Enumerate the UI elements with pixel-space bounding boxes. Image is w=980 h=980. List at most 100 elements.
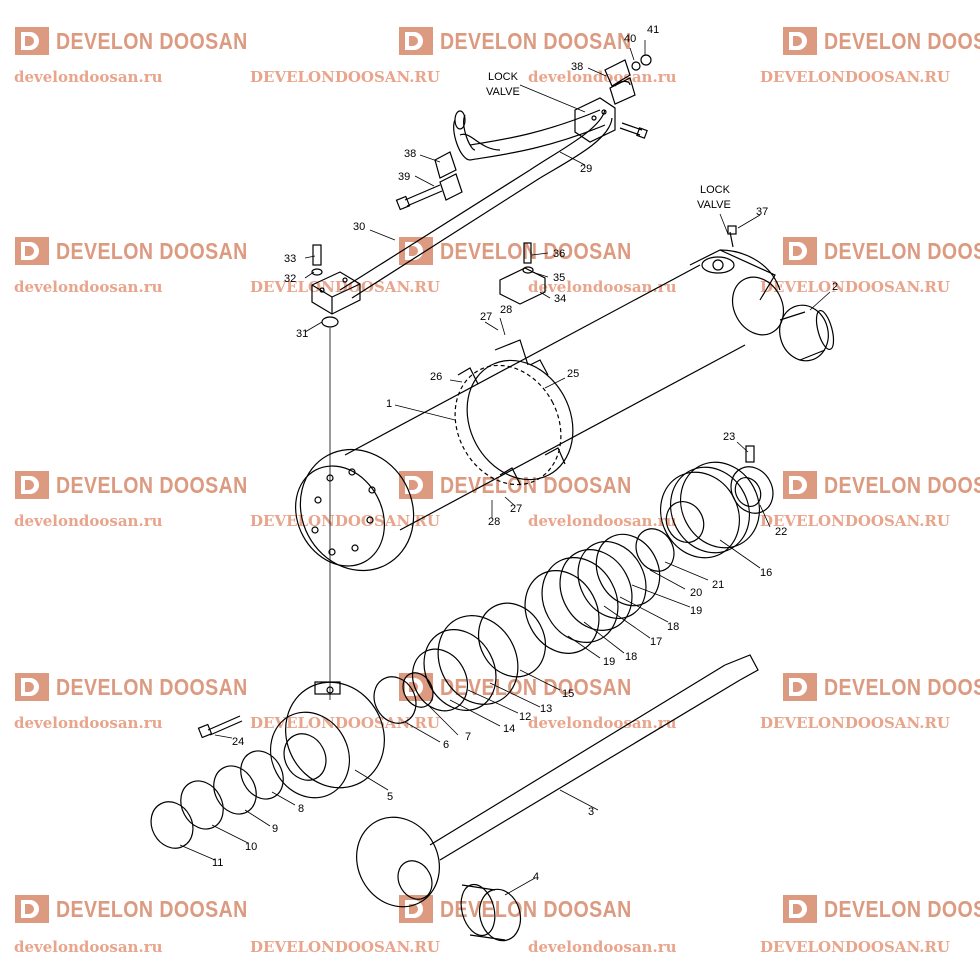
- watermark-site: DEVELONDOOSAN.RU: [760, 714, 950, 732]
- watermark-site: DEVELONDOOSAN.RU: [250, 68, 440, 86]
- brand-logo-icon: [783, 471, 817, 499]
- callout: 4: [533, 871, 539, 883]
- lock-valve-label-upper-line1: LOCK: [488, 71, 519, 83]
- callout: 17: [650, 636, 662, 648]
- callout: 31: [296, 328, 308, 340]
- watermark-logo: DEVELON DOOSAN: [14, 894, 282, 924]
- watermark-logo: DEVELON DOOSAN: [398, 470, 666, 500]
- watermark-logo: DEVELON DOOSAN: [14, 26, 282, 56]
- callout: 33: [284, 253, 296, 265]
- brand-logo-icon: [783, 27, 817, 55]
- clamp-38-upper: [604, 59, 636, 105]
- watermark-site: develondoosan.ru: [528, 68, 677, 86]
- watermark-site: develondoosan.ru: [14, 512, 163, 530]
- watermark-logo: DEVELON DOOSAN: [398, 236, 666, 266]
- watermark-site: DEVELONDOOSAN.RU: [760, 512, 950, 530]
- callout: 24: [232, 736, 244, 748]
- callout: 19: [603, 656, 615, 668]
- leader-lines: [179, 40, 831, 896]
- watermark-site: develondoosan.ru: [14, 278, 163, 296]
- callout: 34: [554, 293, 566, 305]
- brand-logo-icon: [399, 895, 433, 923]
- callout: 40: [624, 33, 636, 45]
- watermark-site: develondoosan.ru: [528, 714, 677, 732]
- watermark-brand: DEVELON DOOSAN: [56, 895, 248, 922]
- watermark-site: DEVELONDOOSAN.RU: [250, 938, 440, 956]
- callout: 15: [562, 688, 574, 700]
- watermark-brand: DEVELON DOOSAN: [824, 237, 980, 264]
- watermark-logo: DEVELON DOOSAN: [14, 470, 282, 500]
- watermark-site: develondoosan.ru: [14, 714, 163, 732]
- callout: 27: [510, 503, 522, 515]
- watermark-site: DEVELONDOOSAN.RU: [760, 278, 950, 296]
- callout: 26: [430, 371, 442, 383]
- callout: 18: [625, 651, 637, 663]
- callout: 2: [832, 281, 838, 293]
- lock-valve-label-right-line2: VALVE: [697, 199, 731, 211]
- cylinder-tube: [295, 225, 785, 572]
- bolt-39: [395, 184, 443, 211]
- lock-valve-label-upper-line2: VALVE: [486, 86, 520, 98]
- callout: 7: [465, 731, 471, 743]
- brand-logo-icon: [15, 27, 49, 55]
- callout: 25: [567, 368, 579, 380]
- callout: 12: [519, 711, 531, 723]
- callout: 19: [690, 605, 702, 617]
- brand-logo-icon: [783, 895, 817, 923]
- callout: 1: [386, 398, 392, 410]
- callout: 6: [443, 739, 449, 751]
- watermark-logo: DEVELON DOOSAN: [782, 894, 980, 924]
- flange-block-upper: [574, 97, 616, 143]
- watermark-brand: DEVELON DOOSAN: [440, 471, 632, 498]
- watermark-brand: DEVELON DOOSAN: [440, 895, 632, 922]
- callout: 16: [760, 567, 772, 579]
- callout: 3: [588, 806, 594, 818]
- callout: 5: [387, 791, 393, 803]
- callout: 22: [775, 526, 787, 538]
- piston-assembly: [659, 445, 774, 559]
- brand-logo-icon: [15, 237, 49, 265]
- brand-logo-icon: [783, 237, 817, 265]
- callout: 23: [723, 431, 735, 443]
- watermark-brand: DEVELON DOOSAN: [824, 471, 980, 498]
- callout: 32: [284, 273, 296, 285]
- brand-logo-icon: [15, 673, 49, 701]
- piston-seals: [524, 528, 675, 654]
- flange-block-34: [499, 242, 546, 305]
- callout: 8: [298, 803, 304, 815]
- brand-logo-icon: [399, 27, 433, 55]
- watermark-brand: DEVELON DOOSAN: [824, 27, 980, 54]
- flange-bolts: [619, 54, 652, 139]
- bolt-24: [197, 715, 243, 739]
- callout: 36: [553, 248, 565, 260]
- callout: 35: [553, 272, 565, 284]
- watermark-site: develondoosan.ru: [528, 938, 677, 956]
- flange-block-left: [311, 244, 361, 328]
- callout: 27: [480, 311, 492, 323]
- watermark-logo: DEVELON DOOSAN: [398, 26, 666, 56]
- watermark-logo: DEVELON DOOSAN: [782, 236, 980, 266]
- brand-logo-icon: [399, 471, 433, 499]
- watermark-brand: DEVELON DOOSAN: [824, 895, 980, 922]
- watermark-brand: DEVELON DOOSAN: [56, 673, 248, 700]
- watermark-site: develondoosan.ru: [528, 278, 677, 296]
- watermark-brand: DEVELON DOOSAN: [56, 471, 248, 498]
- callout-numbers: 1 2 3 4 5 6 7 8 9 10 11 12 13 14 15 16 1…: [212, 24, 838, 883]
- callout: 39: [398, 171, 410, 183]
- bushing-4: [460, 883, 522, 942]
- callout: 13: [540, 703, 552, 715]
- watermark-logo: DEVELON DOOSAN: [782, 26, 980, 56]
- watermark-logo: DEVELON DOOSAN: [398, 894, 666, 924]
- callout: 41: [647, 24, 659, 36]
- callout: 11: [212, 857, 223, 869]
- watermark-logo: DEVELON DOOSAN: [782, 672, 980, 702]
- bushing-2: [779, 304, 835, 362]
- lock-valve-label-right-line1: LOCK: [700, 184, 731, 196]
- watermark-site: DEVELONDOOSAN.RU: [250, 714, 440, 732]
- callout: 14: [503, 723, 515, 735]
- watermark-brand: DEVELON DOOSAN: [440, 27, 632, 54]
- watermark-brand: DEVELON DOOSAN: [56, 27, 248, 54]
- callout: 38: [571, 61, 583, 73]
